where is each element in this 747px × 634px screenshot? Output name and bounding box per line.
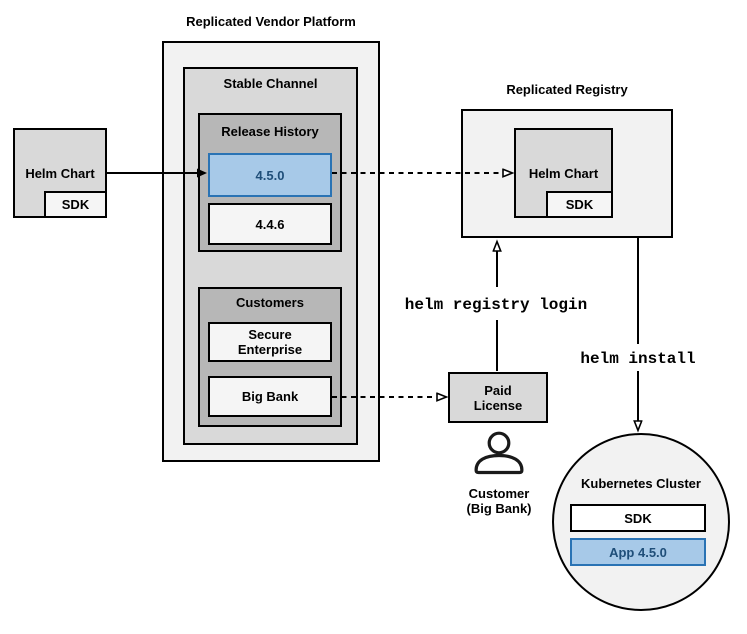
customer-big-bank-box: Big Bank	[208, 376, 332, 417]
helm-registry-login-command: helm registry login	[404, 296, 588, 314]
registry-helm-chart-label: Helm Chart	[528, 166, 599, 181]
registry-sdk-box: SDK	[546, 191, 613, 218]
kubernetes-cluster-title: Kubernetes Cluster	[581, 476, 701, 491]
customer-person-icon	[474, 431, 524, 475]
customers-label: Customers	[236, 295, 304, 310]
release-history-label: Release History	[221, 124, 319, 139]
cluster-app-box: App 4.5.0	[570, 538, 706, 566]
source-helm-chart-label: Helm Chart	[25, 166, 95, 181]
cluster-sdk-box: SDK	[570, 504, 706, 532]
source-sdk-box: SDK	[44, 191, 107, 218]
customer-secure-enterprise-box: Secure Enterprise	[208, 322, 332, 362]
release-450-box: 4.5.0	[208, 153, 332, 197]
vendor-platform-title: Replicated Vendor Platform	[186, 14, 356, 29]
registry-title: Replicated Registry	[506, 82, 628, 97]
stable-channel-label: Stable Channel	[223, 76, 318, 91]
release-446-box: 4.4.6	[208, 203, 332, 245]
customer-label: Customer (Big Bank)	[466, 486, 532, 516]
helm-install-command: helm install	[580, 350, 696, 368]
paid-license-box: Paid License	[448, 372, 548, 423]
